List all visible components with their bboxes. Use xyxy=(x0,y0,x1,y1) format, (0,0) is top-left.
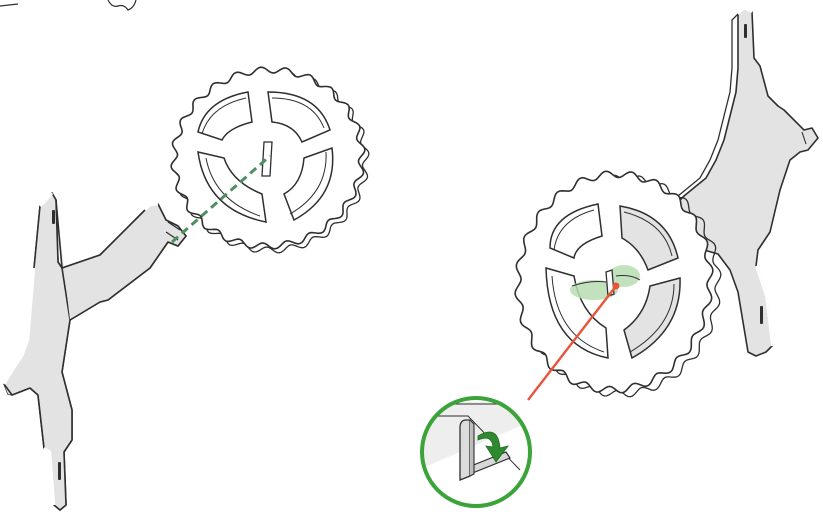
panel-slot xyxy=(52,210,55,224)
step-1-group xyxy=(4,67,369,510)
panel-slot xyxy=(760,306,763,324)
gear-wheel-1 xyxy=(171,67,369,253)
left-cross-panel xyxy=(4,193,186,510)
step-2-group xyxy=(418,8,818,506)
panel-slot xyxy=(744,24,747,38)
lock-tab xyxy=(460,420,470,480)
gear-center-slot xyxy=(262,142,272,176)
callout-pointer-dot xyxy=(613,283,620,290)
panel-slot xyxy=(58,462,61,480)
detail-callout xyxy=(418,398,540,506)
corner-gear-fragment xyxy=(0,0,136,10)
